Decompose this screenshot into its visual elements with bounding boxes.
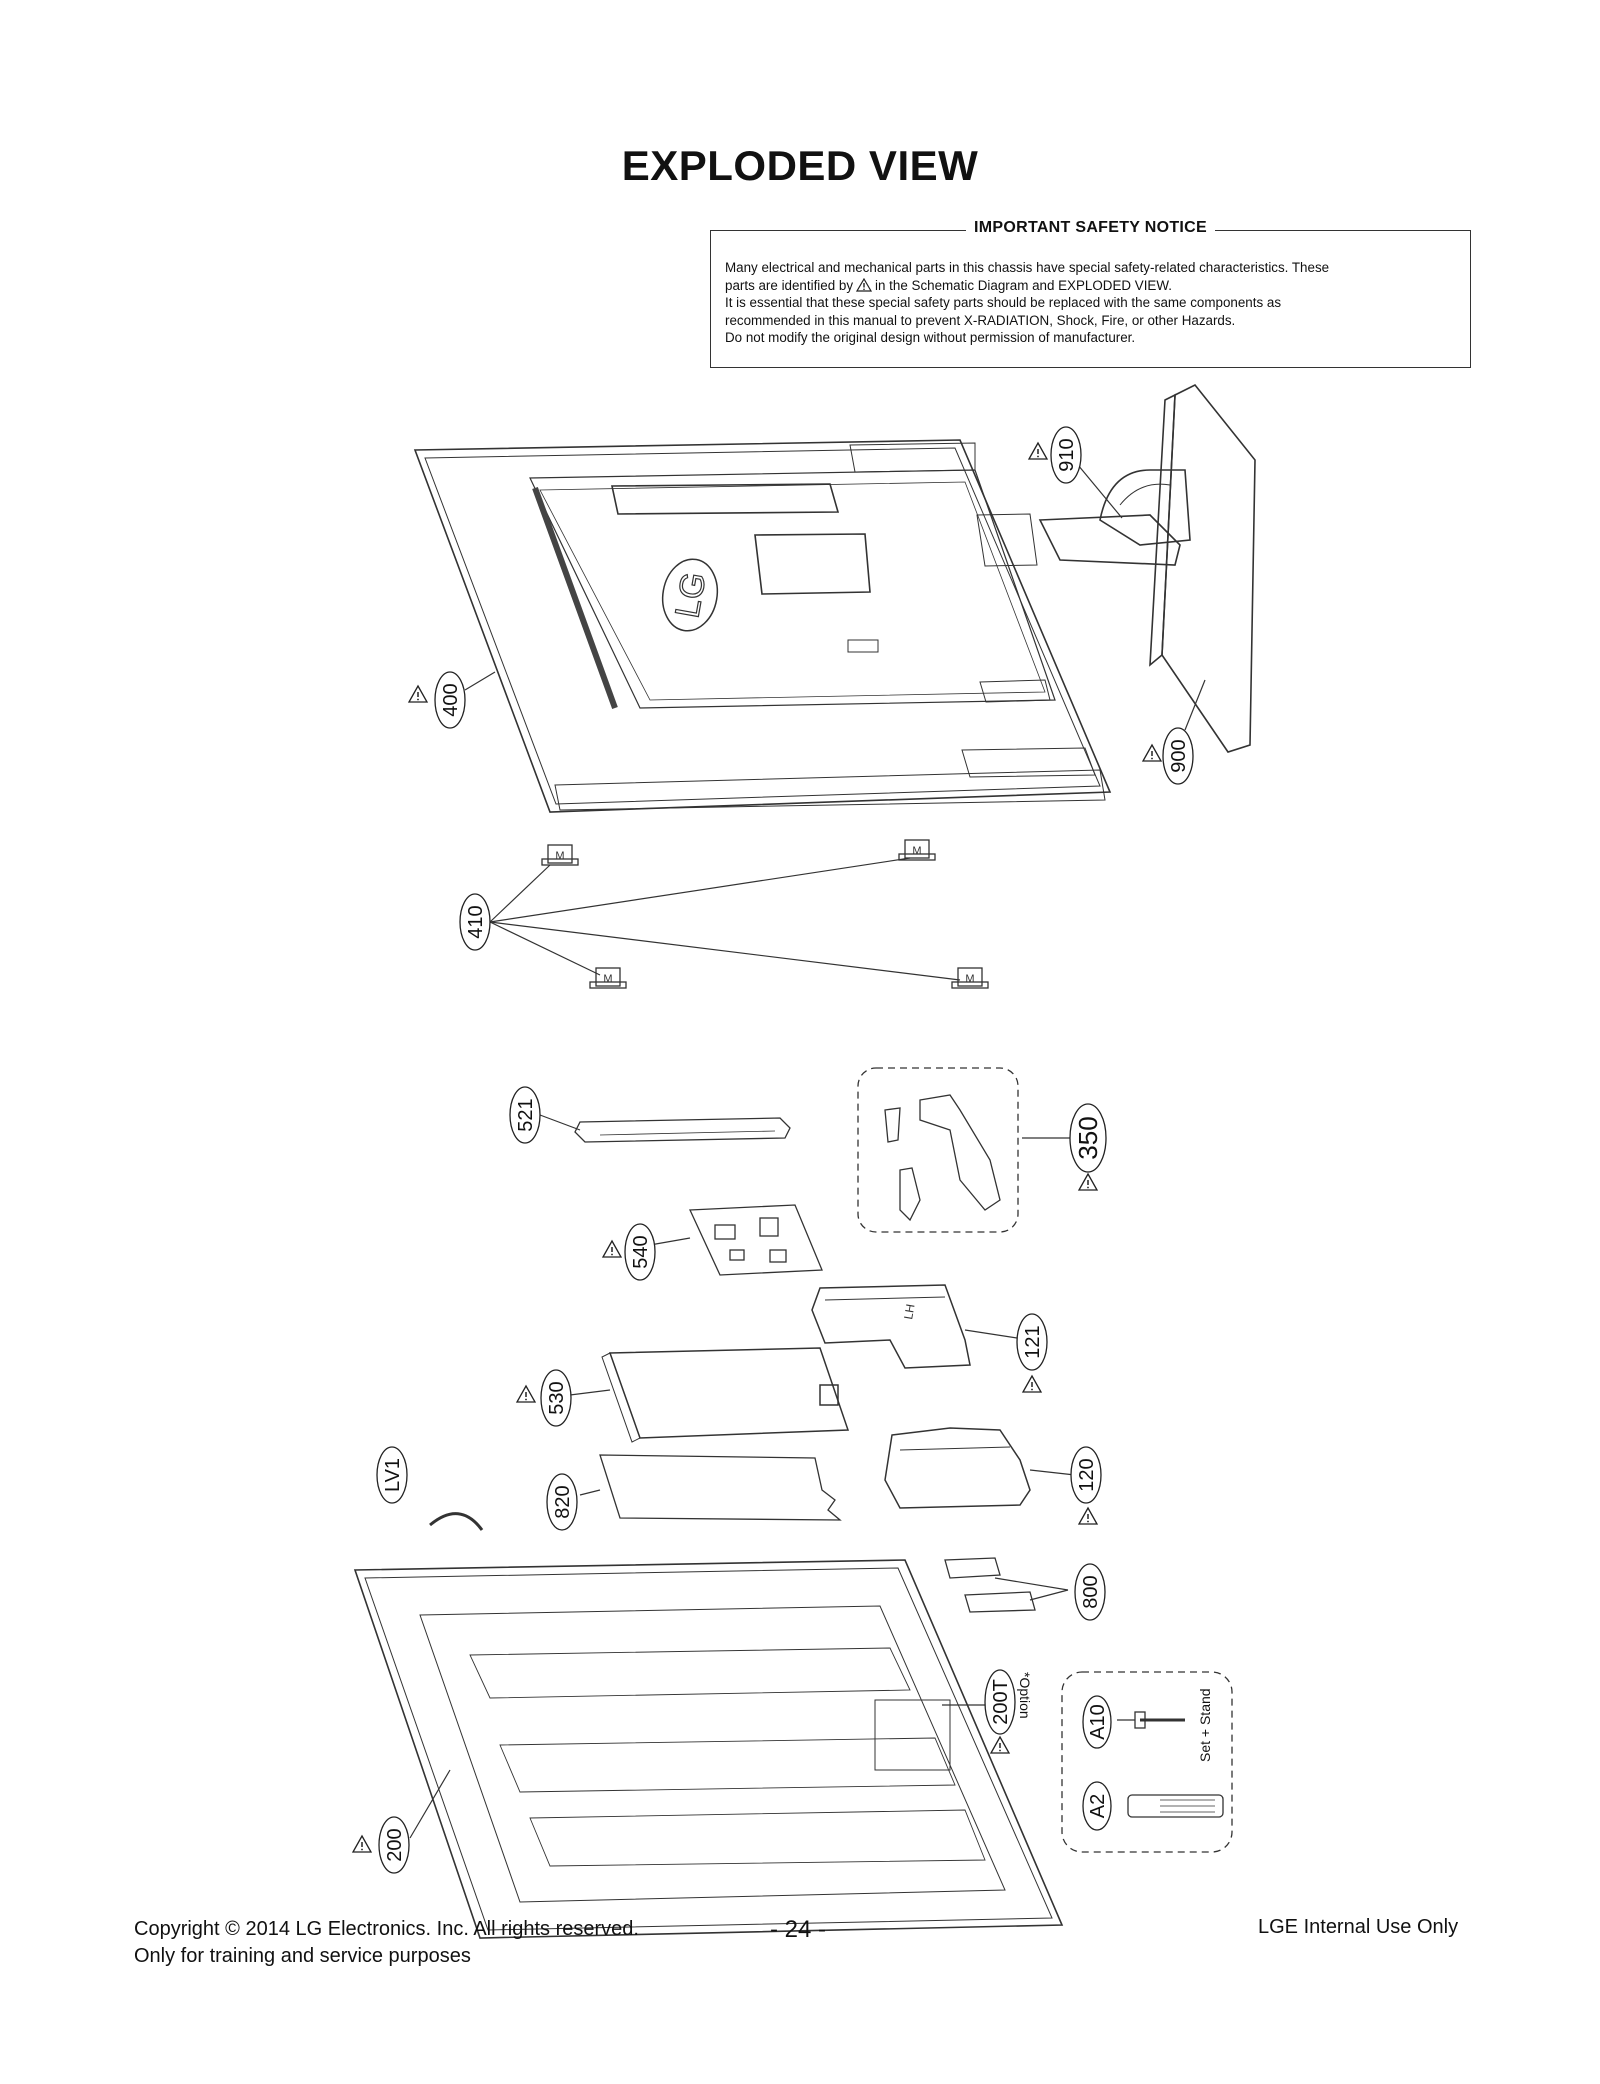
cable-lv1	[429, 1512, 484, 1531]
part-521	[574, 1117, 791, 1143]
part-label-120: 120	[1070, 1446, 1102, 1504]
part-label-a2: A2	[1082, 1781, 1112, 1831]
sheet-820	[599, 1454, 842, 1521]
safety-notice-body: Many electrical and mechanical parts in …	[725, 259, 1456, 347]
svg-text:LG: LG	[668, 570, 713, 621]
part-120	[884, 1427, 1031, 1509]
svg-text:200: 200	[384, 1828, 406, 1861]
svg-text:400: 400	[440, 683, 462, 716]
lg-logo: LG	[661, 558, 719, 632]
svg-text:M: M	[965, 973, 974, 985]
stand-assembly	[1038, 383, 1256, 753]
svg-text:521: 521	[515, 1098, 537, 1131]
svg-text:900: 900	[1168, 739, 1190, 772]
warning-triangle-icon	[602, 1240, 622, 1258]
safety-notice-box: IMPORTANT SAFETY NOTICE Many electrical …	[710, 219, 1471, 368]
part-121: LH	[811, 1284, 971, 1369]
part-800	[944, 1557, 1036, 1613]
part-label-540: 540	[624, 1223, 656, 1281]
part-label-lv1: LV1	[376, 1446, 408, 1504]
svg-text:M: M	[555, 850, 564, 862]
svg-text:A2: A2	[1087, 1794, 1109, 1818]
copyright-text: Copyright © 2014 LG Electronics. Inc. Al…	[134, 1918, 639, 1940]
svg-text:540: 540	[630, 1235, 652, 1268]
warning-triangle-icon	[408, 685, 428, 703]
part-label-530: 530	[540, 1369, 572, 1427]
footer-copyright: Copyright © 2014 LG Electronics. Inc. Al…	[134, 1916, 639, 1970]
svg-text:121: 121	[1022, 1325, 1044, 1358]
part-label-121: 121	[1016, 1313, 1048, 1371]
page-number: - 24 -	[770, 1916, 827, 1943]
svg-text:A10: A10	[1087, 1704, 1109, 1740]
warning-triangle-icon	[1028, 442, 1048, 460]
main-board-540	[689, 1204, 823, 1276]
panel-200	[353, 1559, 1064, 1939]
warning-triangle-icon	[516, 1385, 536, 1403]
notice-line-5: Do not modify the original design withou…	[725, 330, 1136, 345]
part-label-350: 350	[1069, 1103, 1107, 1173]
svg-text:910: 910	[1056, 438, 1078, 471]
svg-text:410: 410	[465, 905, 487, 938]
part-label-910: 910	[1050, 426, 1082, 484]
svg-text:M: M	[912, 845, 921, 857]
svg-text:200T: 200T	[990, 1679, 1012, 1725]
notice-line-1: Many electrical and mechanical parts in …	[725, 260, 1330, 275]
rear-cover	[413, 439, 1112, 813]
part-label-900: 900	[1162, 727, 1194, 785]
warning-triangle-icon	[990, 1736, 1010, 1754]
part-label-820: 820	[546, 1473, 578, 1531]
accessory-box	[1061, 1671, 1233, 1853]
part-label-800: 800	[1074, 1563, 1106, 1621]
warning-triangle-icon	[1078, 1507, 1098, 1525]
internal-use-label: LGE Internal Use Only	[1258, 1916, 1459, 1938]
page-title: EXPLODED VIEW	[621, 142, 979, 189]
warning-triangle-icon	[856, 277, 873, 292]
clip-410: M M M M	[541, 839, 989, 989]
svg-text:LH: LH	[901, 1303, 917, 1321]
svg-text:800: 800	[1080, 1575, 1102, 1608]
warning-triangle-icon	[1022, 1375, 1042, 1393]
part-label-400: 400	[434, 671, 466, 729]
part-label-a10: A10	[1082, 1695, 1112, 1749]
notice-line-4: recommended in this manual to prevent X-…	[725, 312, 1236, 328]
svg-text:820: 820	[552, 1485, 574, 1518]
svg-text:120: 120	[1076, 1458, 1098, 1491]
warning-triangle-icon	[1142, 744, 1162, 762]
part-label-521: 521	[509, 1086, 541, 1144]
training-text: Only for training and service purposes	[134, 1945, 471, 1967]
svg-text:M: M	[603, 973, 612, 985]
notice-line-3: It is essential that these special safet…	[725, 295, 1282, 310]
set-stand-note: Set + Stand	[1197, 1688, 1213, 1762]
svg-text:530: 530	[546, 1381, 568, 1414]
safety-notice-title: IMPORTANT SAFETY NOTICE	[966, 219, 1215, 236]
power-board-530	[601, 1347, 850, 1443]
warning-triangle-icon	[352, 1835, 372, 1853]
svg-text:LV1: LV1	[382, 1458, 404, 1492]
option-note: *Option	[1017, 1672, 1033, 1719]
warning-triangle-icon	[1078, 1173, 1098, 1191]
part-label-410: 410	[459, 893, 491, 951]
part-350-group	[857, 1067, 1019, 1233]
part-label-200: 200	[378, 1816, 410, 1874]
part-label-200t: 200T	[984, 1669, 1016, 1735]
svg-text:350: 350	[1073, 1116, 1103, 1159]
